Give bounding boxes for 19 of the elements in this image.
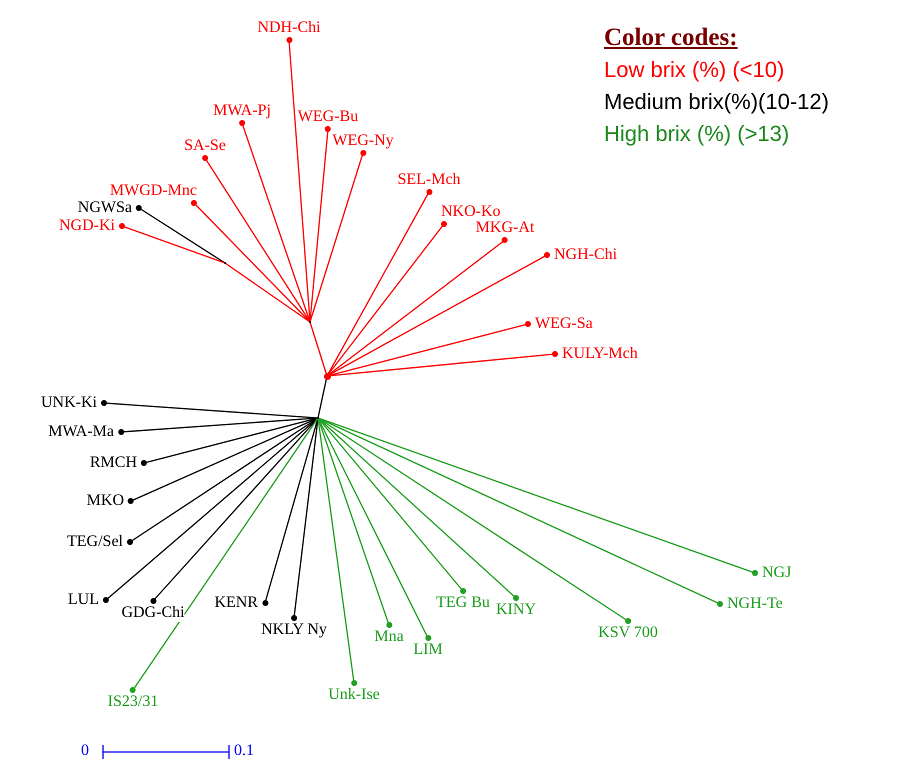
tree-branch bbox=[194, 202, 310, 322]
tree-branch bbox=[204, 158, 311, 322]
scale-label: 0.1 bbox=[234, 742, 254, 760]
taxon-label: NKLY Ny bbox=[261, 621, 327, 639]
tree-branch bbox=[132, 418, 319, 690]
tree-branch bbox=[318, 417, 720, 605]
tree-branch bbox=[138, 207, 226, 264]
legend-entry: Medium brix(%)(10-12) bbox=[604, 88, 829, 116]
tree-branch bbox=[317, 418, 429, 638]
taxon-label: MWA-Pj bbox=[213, 102, 271, 120]
tree-branch bbox=[318, 418, 464, 592]
taxon-label: WEG-Ny bbox=[332, 132, 394, 150]
legend-entry: High brix (%) (>13) bbox=[604, 120, 790, 148]
legend-entry: Low brix (%) (<10) bbox=[604, 56, 786, 84]
taxon-label: GDG-Chi bbox=[121, 604, 185, 622]
tree-branch bbox=[224, 262, 310, 323]
tree-branch bbox=[130, 417, 318, 502]
scale-label: 0 bbox=[81, 742, 89, 760]
legend-heading: Color codes: bbox=[604, 23, 738, 53]
